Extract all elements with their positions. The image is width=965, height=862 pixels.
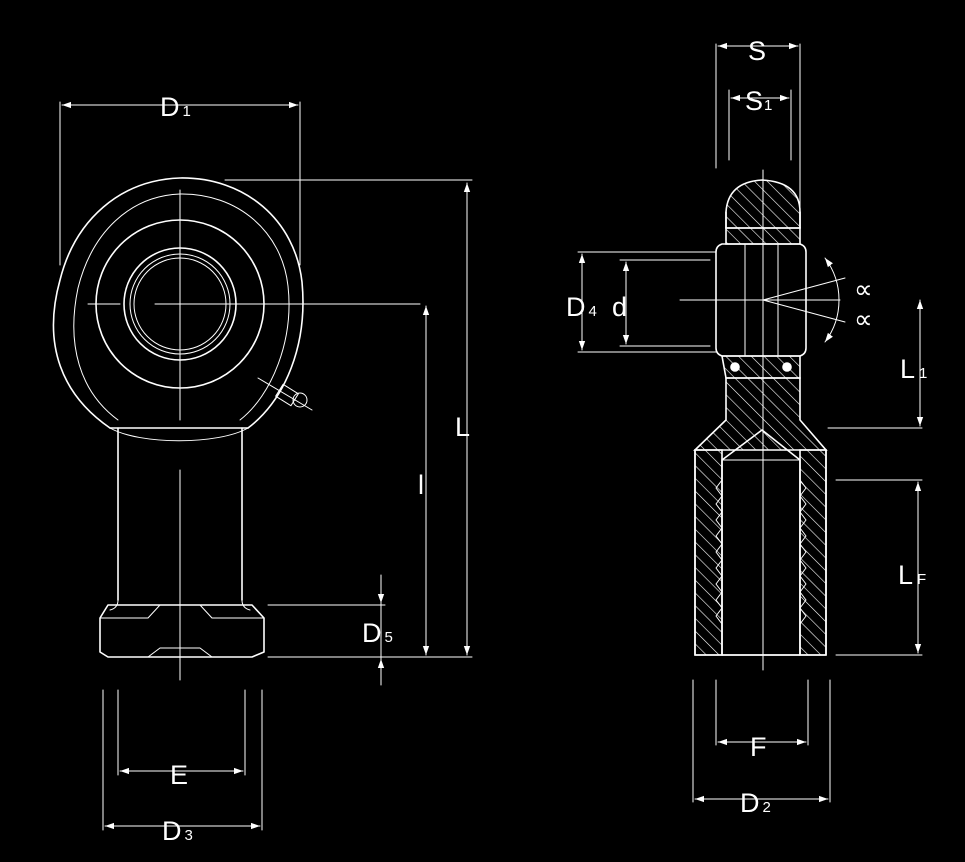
- internal-bore: [721, 429, 801, 656]
- label-d: d: [612, 292, 627, 322]
- label-alpha-upper: ∝: [854, 275, 873, 305]
- grease-nipple: [257, 377, 313, 411]
- grease-hole-right: [782, 362, 792, 372]
- label-l: l: [418, 470, 424, 500]
- front-view: [52, 101, 473, 831]
- label-L: L: [455, 412, 470, 442]
- neck-section: [693, 377, 828, 451]
- hex-nut: [99, 604, 265, 658]
- label-S1: S1: [745, 86, 772, 116]
- label-E: E: [170, 760, 188, 790]
- eye-outline: [52, 177, 304, 429]
- side-view: [577, 42, 924, 803]
- label-S: S: [748, 36, 766, 66]
- threaded-body-left: [694, 449, 723, 656]
- label-F: F: [750, 732, 767, 762]
- grease-hole-left: [730, 362, 740, 372]
- threaded-body-right: [799, 449, 827, 656]
- internal-thread-right: [799, 479, 807, 625]
- label-alpha-lower: ∝: [854, 305, 873, 335]
- ball-inner-ring: [715, 243, 807, 357]
- eye-inner-outline: [73, 193, 290, 421]
- internal-thread-left: [715, 479, 723, 625]
- shank: [117, 427, 243, 601]
